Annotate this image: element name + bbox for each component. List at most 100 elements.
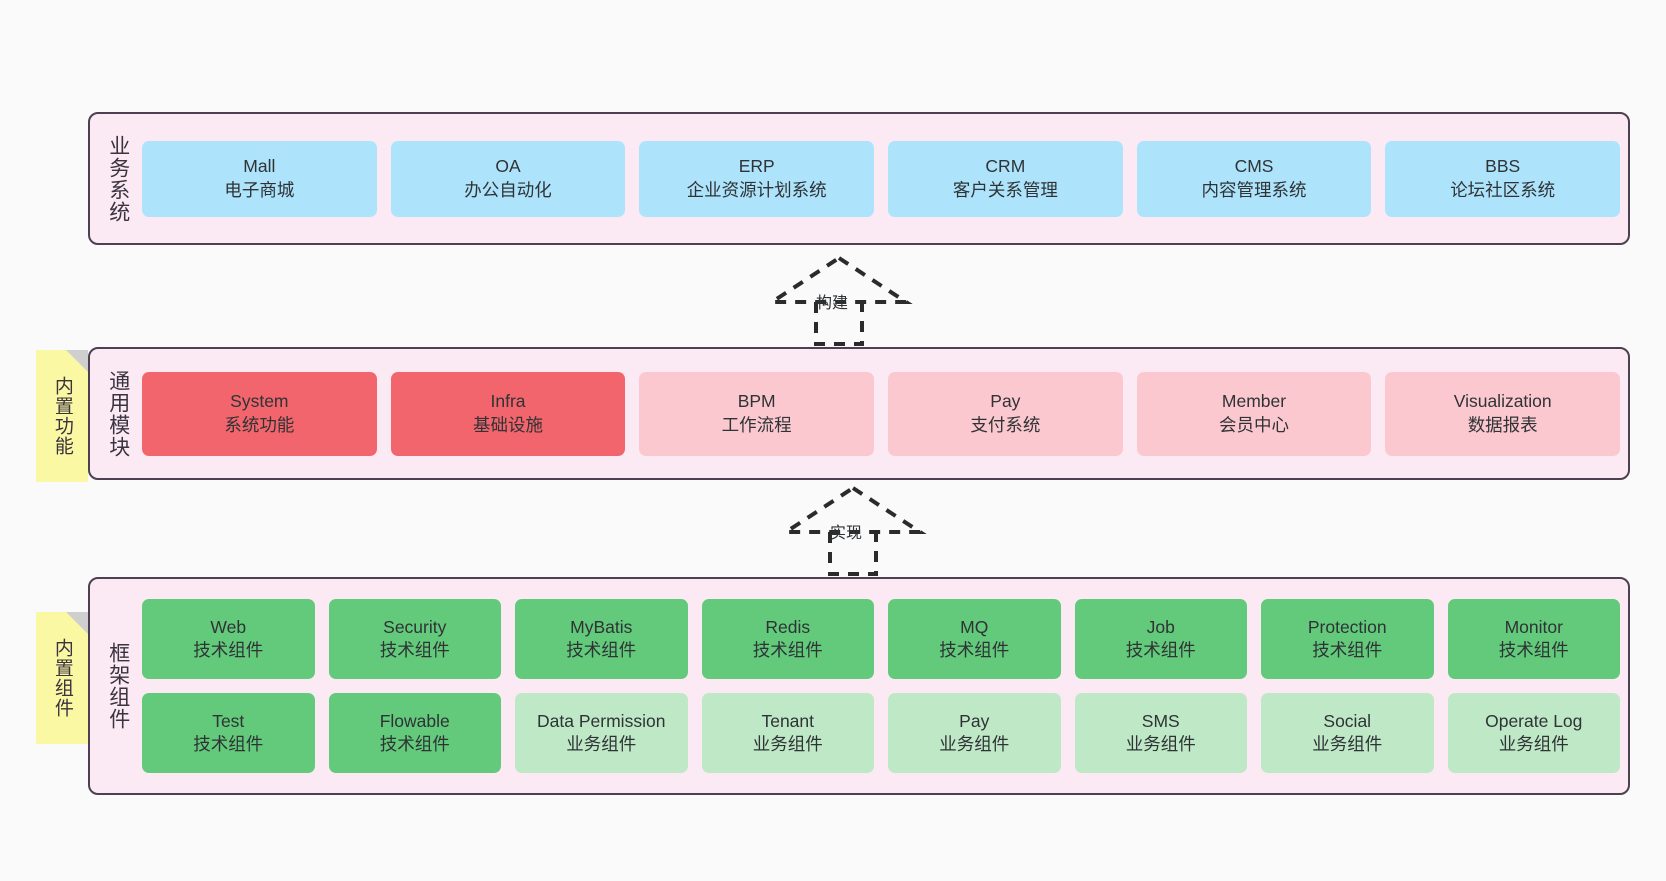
card-title: Data Permission	[537, 710, 666, 731]
card-visualization[interactable]: Visualization 数据报表	[1385, 371, 1621, 456]
card-test[interactable]: Test 技术组件	[142, 693, 315, 773]
card-data-permission[interactable]: Data Permission 业务组件	[515, 693, 688, 773]
note-text: 内置功能	[51, 376, 73, 456]
card-tenant[interactable]: Tenant 业务组件	[701, 693, 874, 773]
card-subtitle: 技术组件	[566, 640, 637, 660]
connector-label-build: 构建	[816, 295, 849, 312]
card-infra[interactable]: Infra 基础设施	[390, 371, 626, 456]
card-subtitle: 技术组件	[193, 734, 264, 754]
layer-title-framework: 框架组件	[106, 642, 130, 730]
card-title: Infra	[490, 391, 526, 412]
card-row: Mall 电子商城 OA 办公自动化 ERP 企业资源计划系统 CRM 客户关系…	[142, 140, 1621, 217]
card-grid-common: System 系统功能 Infra 基础设施 BPM 工作流程 Pay 支付系统…	[138, 355, 1621, 472]
card-subtitle: 系统功能	[224, 414, 295, 435]
card-subtitle: 办公自动化	[464, 179, 552, 200]
card-title: Redis	[765, 616, 811, 637]
card-title: BPM	[737, 391, 776, 412]
note-fold-corner-icon	[66, 612, 88, 634]
card-social[interactable]: Social 业务组件	[1261, 693, 1434, 773]
card-subtitle: 技术组件	[1125, 640, 1196, 660]
card-web[interactable]: Web 技术组件	[142, 599, 315, 679]
generalization-triangle-icon	[765, 255, 913, 304]
card-subtitle: 客户关系管理	[952, 179, 1058, 200]
card-subtitle: 基础设施	[473, 414, 543, 435]
card-title: Social	[1323, 710, 1372, 731]
card-subtitle: 业务组件	[752, 734, 823, 754]
dashed-line-icon	[828, 532, 878, 576]
card-mall[interactable]: Mall 电子商城	[142, 140, 377, 217]
note-builtin-component[interactable]: 内置组件	[36, 612, 88, 744]
card-title: Flowable	[379, 710, 450, 731]
card-title: System	[230, 391, 289, 412]
dashed-line-icon	[814, 302, 864, 346]
card-subtitle: 业务组件	[566, 734, 637, 754]
card-title: Mall	[243, 156, 276, 177]
generalization-triangle-icon	[779, 485, 927, 534]
card-member[interactable]: Member 会员中心	[1136, 371, 1372, 456]
card-title: Tenant	[761, 710, 815, 731]
card-pay-module[interactable]: Pay 支付系统	[888, 371, 1123, 456]
connector-label-implement: 实现	[830, 525, 863, 542]
card-title: Web	[210, 616, 247, 637]
card-mq[interactable]: MQ 技术组件	[888, 599, 1061, 679]
note-text: 内置组件	[51, 638, 73, 718]
card-title: Security	[383, 616, 447, 637]
card-subtitle: 技术组件	[1312, 640, 1383, 660]
card-subtitle: 业务组件	[1498, 734, 1569, 754]
card-subtitle: 电子商城	[224, 179, 295, 200]
card-subtitle: 业务组件	[939, 734, 1010, 754]
card-title: Pay	[959, 710, 990, 731]
card-title: CRM	[985, 156, 1026, 177]
card-monitor[interactable]: Monitor 技术组件	[1447, 599, 1620, 679]
card-subtitle: 技术组件	[379, 640, 450, 660]
card-title: Visualization	[1453, 391, 1552, 412]
card-title: BBS	[1485, 156, 1521, 177]
card-subtitle: 技术组件	[379, 734, 450, 754]
card-system[interactable]: System 系统功能	[142, 371, 377, 456]
card-security[interactable]: Security 技术组件	[328, 599, 501, 679]
note-builtin-function[interactable]: 内置功能	[36, 350, 88, 482]
card-bpm[interactable]: BPM 工作流程	[639, 371, 875, 456]
card-protection[interactable]: Protection 技术组件	[1261, 599, 1434, 679]
card-subtitle: 会员中心	[1219, 414, 1290, 435]
card-title: MyBatis	[570, 616, 633, 637]
card-title: Job	[1146, 616, 1175, 637]
connector-implement: 实现	[768, 482, 938, 578]
card-subtitle: 工作流程	[721, 414, 792, 435]
card-pay-component[interactable]: Pay 业务组件	[888, 693, 1061, 773]
card-subtitle: 数据报表	[1467, 414, 1538, 435]
card-title: OA	[495, 156, 521, 177]
card-job[interactable]: Job 技术组件	[1074, 599, 1247, 679]
card-subtitle: 论坛社区系统	[1450, 179, 1556, 200]
layer-title-business: 业务系统	[106, 134, 130, 223]
card-operate-log[interactable]: Operate Log 业务组件	[1447, 693, 1620, 773]
card-oa[interactable]: OA 办公自动化	[390, 140, 626, 217]
card-grid-framework: Web 技术组件 Security 技术组件 MyBatis 技术组件 Redi…	[138, 585, 1620, 787]
card-title: Operate Log	[1485, 710, 1583, 731]
layer-business-systems[interactable]: 业务系统 Mall 电子商城 OA 办公自动化 ERP 企业资源计划系统 CRM…	[88, 112, 1630, 245]
card-erp[interactable]: ERP 企业资源计划系统	[639, 140, 875, 217]
card-sms[interactable]: SMS 业务组件	[1074, 693, 1247, 773]
card-row: Web 技术组件 Security 技术组件 MyBatis 技术组件 Redi…	[142, 599, 1620, 679]
card-flowable[interactable]: Flowable 技术组件	[328, 693, 501, 773]
card-mybatis[interactable]: MyBatis 技术组件	[515, 599, 688, 679]
card-redis[interactable]: Redis 技术组件	[701, 599, 874, 679]
card-title: Member	[1221, 391, 1287, 412]
connector-build: 构建	[754, 252, 924, 348]
card-subtitle: 技术组件	[193, 640, 264, 660]
card-grid-business: Mall 电子商城 OA 办公自动化 ERP 企业资源计划系统 CRM 客户关系…	[138, 120, 1621, 237]
card-subtitle: 支付系统	[970, 414, 1041, 435]
card-cms[interactable]: CMS 内容管理系统	[1136, 140, 1372, 217]
card-subtitle: 业务组件	[1125, 734, 1196, 754]
card-row: Test 技术组件 Flowable 技术组件 Data Permission …	[142, 693, 1620, 773]
card-subtitle: 内容管理系统	[1201, 179, 1307, 200]
card-title: SMS	[1141, 710, 1180, 731]
card-bbs[interactable]: BBS 论坛社区系统	[1385, 140, 1621, 217]
note-fold-corner-icon	[66, 350, 88, 372]
layer-common-modules[interactable]: 通用模块 System 系统功能 Infra 基础设施 BPM 工作流程 Pay…	[88, 347, 1630, 480]
layer-framework-components[interactable]: 框架组件 Web 技术组件 Security 技术组件 MyBatis 技术组件…	[88, 577, 1630, 795]
card-crm[interactable]: CRM 客户关系管理	[888, 140, 1123, 217]
card-title: Protection	[1307, 616, 1387, 637]
card-title: CMS	[1234, 156, 1274, 177]
card-title: Pay	[990, 391, 1021, 412]
